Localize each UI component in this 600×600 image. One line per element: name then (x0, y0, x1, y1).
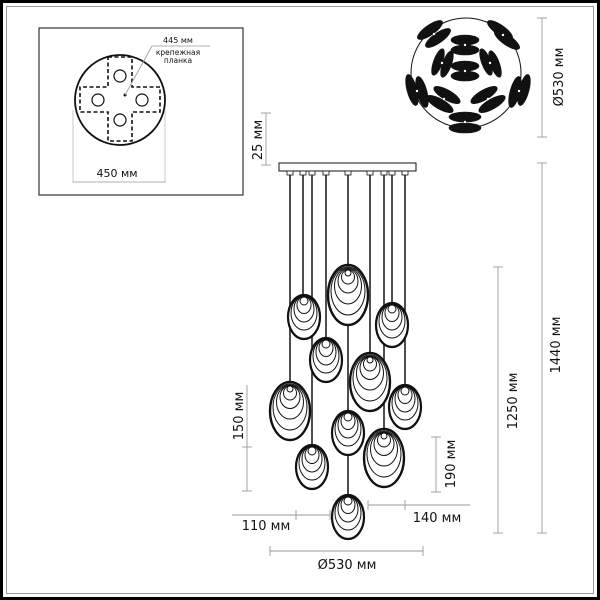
top-view: Ø530 мм (405, 17, 567, 138)
total-height-label: 1440 мм (549, 317, 564, 374)
side-view: 25 мм 1250 мм 1440 мм 150 мм 190 мм 110 … (232, 112, 564, 573)
inner-frame (6, 6, 594, 594)
shade (286, 293, 322, 341)
plate-note-line1: крепежная (156, 48, 200, 57)
top-diameter-label: Ø530 мм (552, 48, 567, 107)
screw-hole-icon (135, 93, 149, 107)
shade-width-large-label: 140 мм (413, 511, 462, 526)
shade (362, 427, 406, 489)
shade (330, 409, 366, 457)
screw-hole-icon (91, 93, 105, 107)
shade (308, 336, 344, 384)
shade (348, 351, 392, 413)
canopy-height-label: 25 мм (251, 120, 266, 160)
screw-hole-icon (113, 69, 127, 83)
shade (294, 443, 330, 491)
plate-width-label: 450 мм (96, 167, 137, 180)
shade-height-label: 190 мм (444, 440, 459, 489)
shade-spacing-label: 150 мм (232, 392, 247, 441)
plate-size-label: 445 мм (163, 36, 193, 45)
shade (374, 301, 410, 349)
shade-width-small-label: 110 мм (242, 519, 291, 534)
screw-hole-icon (113, 113, 127, 127)
shade (268, 380, 312, 442)
shade (326, 263, 370, 327)
canopy (278, 162, 417, 172)
shade (387, 383, 423, 431)
canopy-outline (74, 54, 166, 146)
dimension-lines (232, 112, 547, 556)
plate-note-line2: планка (164, 56, 192, 65)
shade (330, 493, 366, 541)
drop-height-label: 1250 мм (506, 373, 521, 430)
glass-shades (268, 263, 423, 541)
mount-plan: 445 мм крепежная планка 450 мм (38, 27, 244, 196)
side-diameter-label: Ø530 мм (318, 558, 377, 573)
mounting-plate-outline (79, 56, 161, 142)
